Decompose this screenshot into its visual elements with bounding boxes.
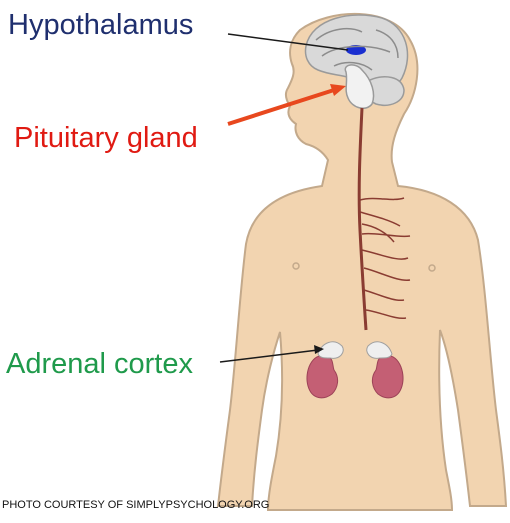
adrenal-leader-line <box>219 349 319 363</box>
right-kidney <box>371 355 404 399</box>
pituitary-arrowhead <box>330 84 346 96</box>
adrenal-arrowhead <box>314 345 324 354</box>
pituitary-gland <box>344 64 375 109</box>
pituitary-arrow <box>227 88 335 126</box>
pituitary-gland-label: Pituitary gland <box>14 122 198 154</box>
left-kidney <box>306 355 339 399</box>
photo-credit: PHOTO COURTESY OF SIMPLYPSYCHOLOGY.ORG <box>2 499 270 511</box>
adrenal-cortex-label: Adrenal cortex <box>6 348 193 380</box>
nerve-branches <box>359 197 411 320</box>
right-adrenal-gland <box>366 341 393 359</box>
hypothalamus-highlight <box>346 45 366 55</box>
right-nipple <box>428 264 436 272</box>
hypothalamus-leader-line <box>227 33 349 51</box>
hypothalamus-label: Hypothalamus <box>8 9 194 41</box>
spinal-nerve <box>357 107 368 331</box>
left-adrenal-gland <box>317 341 344 359</box>
left-nipple <box>292 262 300 270</box>
brain-folds <box>315 27 399 71</box>
